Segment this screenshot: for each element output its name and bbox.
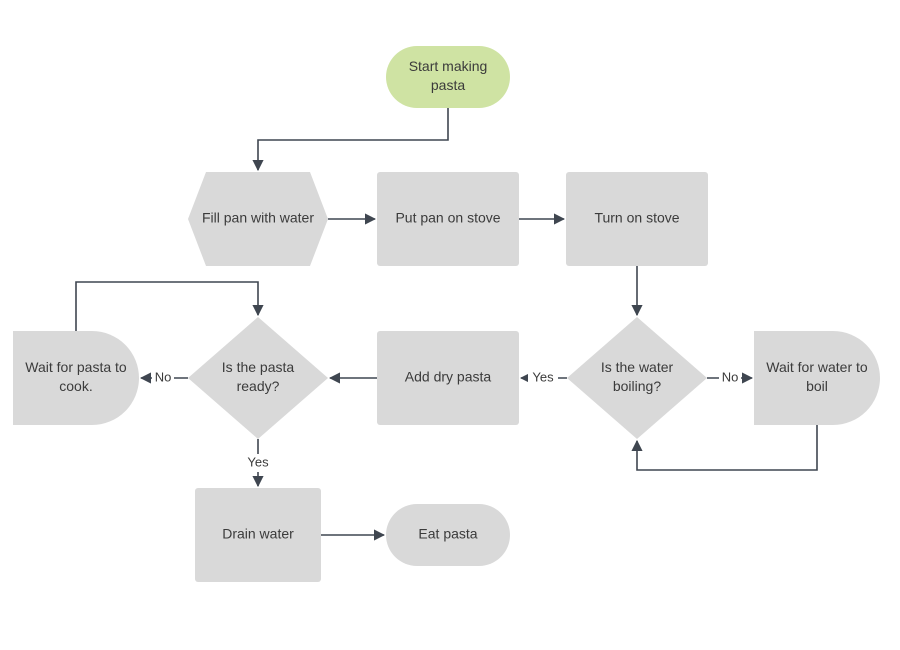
node-wait-water: Wait for water to boil [754, 331, 880, 425]
node-drain: Drain water [195, 488, 321, 582]
edge-label-background [528, 369, 558, 387]
node-fill-pan: Fill pan with water [188, 172, 328, 266]
node-label-line: pasta [431, 77, 465, 93]
edge-label-text: No [155, 369, 172, 384]
edge-label-yes: Yes [243, 454, 273, 472]
edge-label-background [719, 369, 741, 387]
node-turn-on: Turn on stove [566, 172, 708, 266]
edge-label-background [152, 369, 174, 387]
node-label-line: Drain water [222, 526, 294, 542]
node-label-line: Add dry pasta [405, 369, 492, 385]
edge-label-yes: Yes [528, 369, 558, 387]
node-label-line: Wait for water to [766, 359, 868, 375]
edge-wait-pasta-to-pasta-ready [75, 281, 264, 331]
node-label-line: ready? [237, 378, 280, 394]
terminal-shape [386, 46, 510, 108]
edge-label-text: Yes [247, 454, 269, 469]
process-shape [566, 172, 708, 266]
delay-shape [754, 331, 880, 425]
node-label-line: Put pan on stove [395, 210, 500, 226]
decision-shape [567, 317, 707, 439]
edge-start-to-fill-pan [252, 108, 449, 172]
node-label-line: Fill pan with water [202, 210, 314, 226]
node-label-line: Wait for pasta to [25, 359, 127, 375]
node-put-pan: Put pan on stove [377, 172, 519, 266]
edge-label-text: No [722, 369, 739, 384]
delay-shape [13, 331, 139, 425]
edge-label-background [243, 454, 273, 472]
edge-label-text: Yes [532, 369, 554, 384]
node-start: Start making pasta [386, 46, 510, 108]
connector-line [75, 281, 264, 331]
node-label-line: Is the water [601, 359, 674, 375]
terminal-shape [386, 504, 510, 566]
connector-line [252, 108, 449, 172]
node-label-line: Is the pasta [222, 359, 295, 375]
connector-line [631, 425, 818, 471]
process-shape [195, 488, 321, 582]
edge-label-no: No [719, 369, 741, 387]
hexagon-shape [188, 172, 328, 266]
edge-wait-water-to-water-boiling [631, 425, 818, 471]
process-shape [377, 331, 519, 425]
node-eat: Eat pasta [386, 504, 510, 566]
edge-label-no: No [152, 369, 174, 387]
node-label-line: cook. [59, 378, 92, 394]
node-water-boiling: Is the water boiling? [567, 317, 707, 439]
node-pasta-ready: Is the pasta ready? [188, 317, 328, 439]
node-label-line: boil [806, 378, 828, 394]
decision-shape [188, 317, 328, 439]
node-wait-pasta: Wait for pasta to cook. [13, 331, 139, 425]
node-label-line: boiling? [613, 378, 661, 394]
node-label-line: Eat pasta [418, 526, 477, 542]
node-label-line: Start making [409, 58, 488, 74]
node-add-pasta: Add dry pasta [377, 331, 519, 425]
node-label-line: Turn on stove [594, 210, 679, 226]
process-shape [377, 172, 519, 266]
